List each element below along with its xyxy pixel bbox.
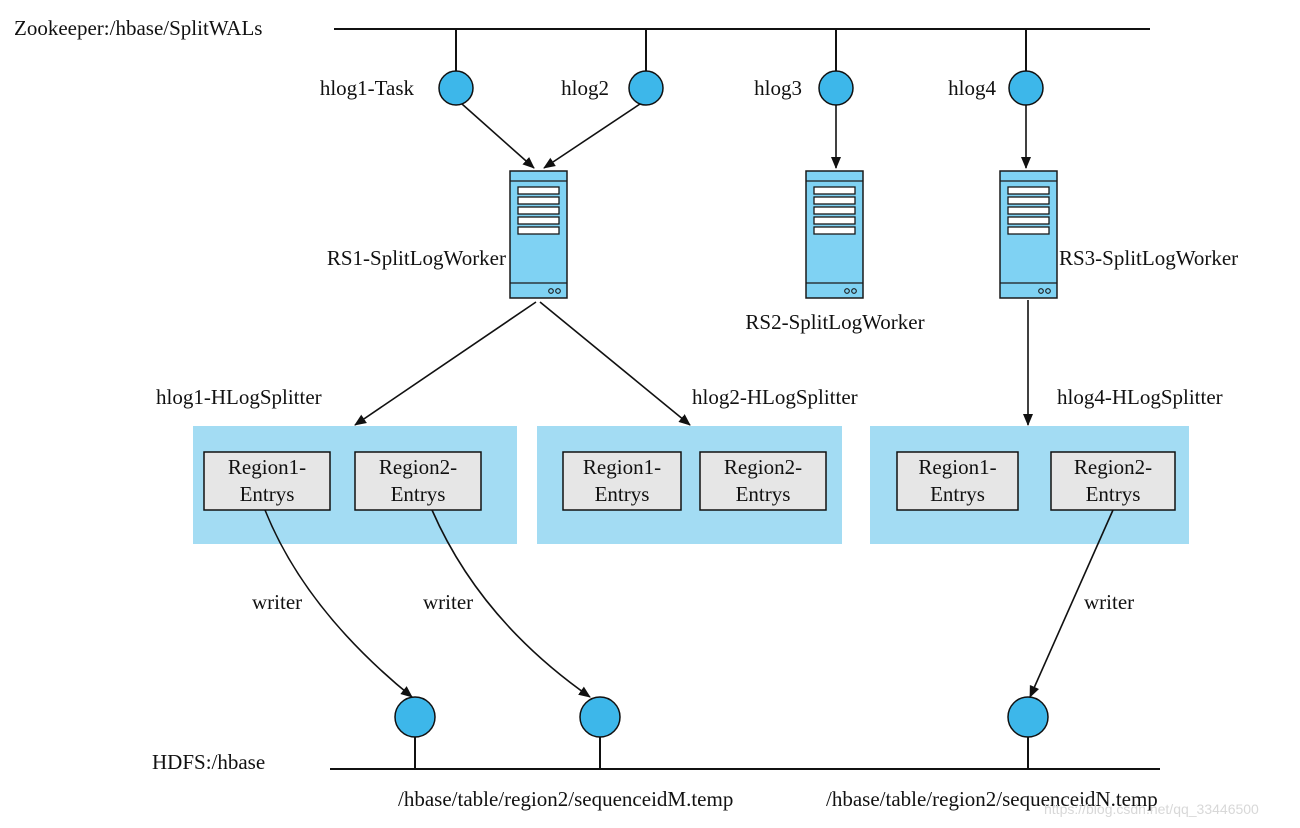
entry-text-hlog1-region2: Region2- Entrys — [355, 454, 481, 508]
entry-box-hlog2-region1 — [562, 451, 682, 511]
entry-line1: Region2- — [1073, 455, 1153, 479]
entry-box-hlog1-region2 — [354, 451, 482, 511]
entry-line1: Region1- — [227, 455, 307, 479]
writer-arrow-2 — [431, 509, 591, 698]
arrow-hlog2-to-rs1 — [543, 103, 641, 169]
hdfs-file-node-1 — [394, 696, 436, 738]
hdfs-file-label-n: /hbase/table/region2/sequenceidN.temp — [826, 787, 1158, 811]
splitter-label-hlog4: hlog4-HLogSplitter — [1057, 385, 1223, 409]
writer-label-2: writer — [423, 590, 474, 614]
entry-line2: Entrys — [1085, 482, 1141, 506]
entry-text-hlog4-region1: Region1- Entrys — [897, 454, 1018, 508]
server-rs2-icon — [805, 170, 864, 299]
task-node-hlog2 — [628, 70, 664, 106]
worker-label-rs1: RS1-SplitLogWorker — [326, 246, 506, 270]
splitter-label-hlog1: hlog1-HLogSplitter — [156, 385, 322, 409]
writer-arrow-1 — [264, 509, 413, 698]
writer-label-3: writer — [1084, 590, 1135, 614]
hdfs-file-label-m: /hbase/table/region2/sequenceidM.temp — [398, 787, 734, 811]
task-label-hlog1: hlog1-Task — [319, 76, 414, 100]
entry-box-hlog4-region2 — [1050, 451, 1176, 511]
entry-line1: Region1- — [582, 455, 662, 479]
entry-text-hlog4-region2: Region2- Entrys — [1051, 454, 1175, 508]
entry-line1: Region2- — [723, 455, 803, 479]
hdfs-file-node-3 — [1007, 696, 1049, 738]
hdfs-file-node-2 — [579, 696, 621, 738]
hdfs-bus-label: HDFS:/hbase — [152, 750, 266, 774]
task-node-hlog3 — [818, 70, 854, 106]
arrow-rs1-to-hlog2-splitter — [539, 301, 691, 426]
arrow-rs1-to-hlog1-splitter — [354, 301, 537, 426]
watermark-text: https://blog.csdn.net/qq_33446500 — [1044, 801, 1259, 817]
entry-line2: Entrys — [239, 482, 295, 506]
worker-label-rs3: RS3-SplitLogWorker — [1059, 246, 1239, 270]
entry-line1: Region2- — [378, 455, 458, 479]
entry-text-hlog1-region1: Region1- Entrys — [204, 454, 330, 508]
task-label-hlog2: hlog2 — [561, 76, 609, 100]
entry-line1: Region1- — [918, 455, 997, 479]
entry-box-hlog2-region2 — [699, 451, 827, 511]
entry-line2: Entrys — [390, 482, 446, 506]
entry-line2: Entrys — [594, 482, 650, 506]
entry-text-hlog2-region2: Region2- Entrys — [700, 454, 826, 508]
server-rs3-icon — [999, 170, 1058, 299]
task-label-hlog4: hlog4 — [948, 76, 996, 100]
server-rs1-icon — [509, 170, 568, 299]
writer-arrow-3 — [1029, 509, 1114, 698]
zookeeper-bus-label: Zookeeper:/hbase/SplitWALs — [14, 16, 263, 40]
writer-label-1: writer — [252, 590, 303, 614]
splitter-label-hlog2: hlog2-HLogSplitter — [692, 385, 858, 409]
task-node-hlog1 — [438, 70, 474, 106]
entry-text-hlog2-region1: Region1- Entrys — [563, 454, 681, 508]
entry-box-hlog4-region1 — [896, 451, 1019, 511]
task-label-hlog3: hlog3 — [754, 76, 802, 100]
entry-box-hlog1-region1 — [203, 451, 331, 511]
worker-label-rs2: RS2-SplitLogWorker — [745, 310, 925, 334]
arrow-hlog1-to-rs1 — [461, 103, 535, 169]
entry-line2: Entrys — [735, 482, 791, 506]
task-node-hlog4 — [1008, 70, 1044, 106]
entry-line2: Entrys — [930, 482, 985, 506]
